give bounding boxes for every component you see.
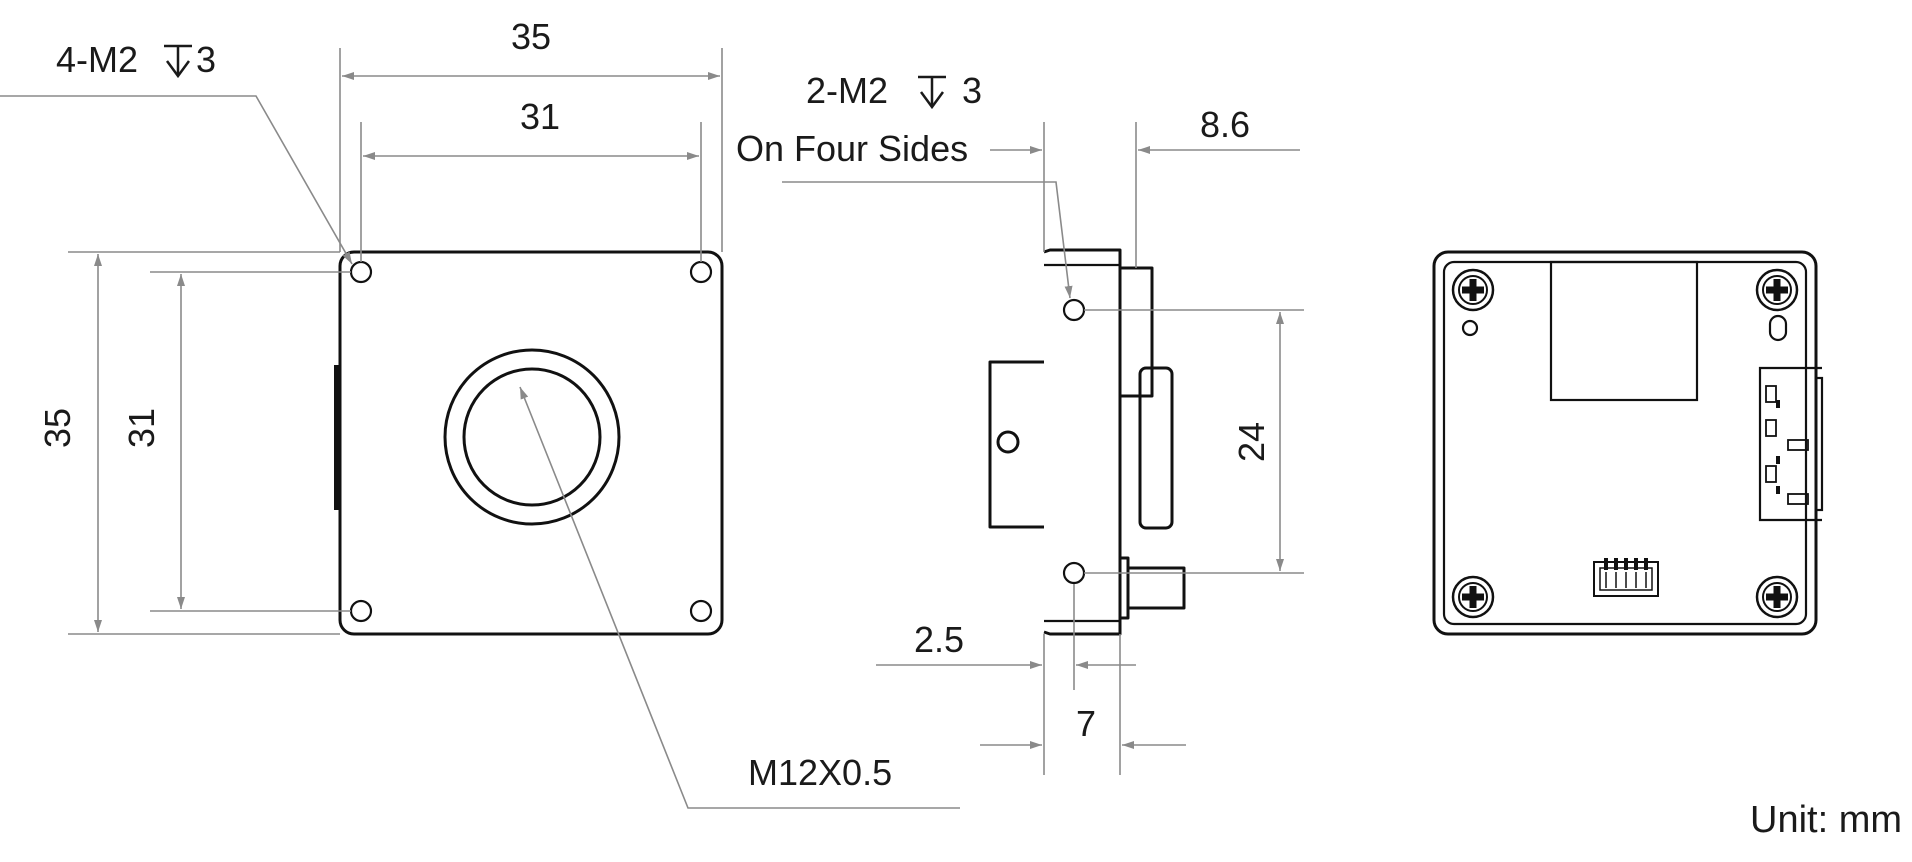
usb-port-icon <box>1758 366 1824 522</box>
side-main-body <box>1043 248 1122 636</box>
back-slot <box>1768 314 1788 342</box>
back-view <box>1432 250 1824 636</box>
side-hole-lower <box>1062 561 1086 585</box>
side-lens-mount <box>988 360 1044 529</box>
holes-note-side-prefix: 2-M2 <box>806 70 888 111</box>
holes-note-front-depth: 3 <box>196 39 216 80</box>
side-connector-upper <box>1118 266 1154 398</box>
leader-2m2 <box>782 181 1073 299</box>
depth-symbol-icon <box>164 44 192 79</box>
depth-symbol-icon <box>918 75 946 110</box>
mount-hole-top-right <box>689 260 713 284</box>
back-locator-hole <box>1461 319 1479 337</box>
leader-m12 <box>519 386 960 809</box>
dim-label-8-6: 8.6 <box>1200 104 1250 145</box>
screw-head-icon <box>1755 268 1799 312</box>
side-hole-upper <box>1062 298 1086 322</box>
screw-head-icon <box>1451 575 1495 619</box>
holes-note-front: 4-M2 3 <box>56 39 216 80</box>
lens-mount-inner-ring <box>462 367 602 507</box>
holes-note-side: 2-M2 3 On Four Sides <box>736 70 982 169</box>
back-body-outer <box>1432 250 1818 636</box>
dim-label-height-35: 35 <box>37 408 78 448</box>
holes-note-side-depth: 3 <box>962 70 982 111</box>
mount-hole-bottom-left <box>349 599 373 623</box>
front-view: 35 31 35 31 4-M2 3 M12X0.5 <box>0 16 960 809</box>
dim-label-height-31: 31 <box>121 408 162 448</box>
mount-hole-top-left <box>349 260 373 284</box>
screw-head-icon <box>1451 268 1495 312</box>
unit-label: Unit: mm <box>1750 799 1902 841</box>
dim-label-width-35: 35 <box>511 16 551 57</box>
holes-note-side-line2: On Four Sides <box>736 128 968 169</box>
mount-hole-bottom-right <box>689 599 713 623</box>
screw-head-icon <box>1755 575 1799 619</box>
thread-label: M12X0.5 <box>748 752 892 793</box>
dim-label-24: 24 <box>1231 422 1272 462</box>
lens-mount-outer-ring <box>443 348 621 526</box>
dim-label-2-5: 2.5 <box>914 619 964 660</box>
leader-4m2 <box>0 95 353 265</box>
side-connector-mid <box>1138 366 1174 530</box>
front-body-outline <box>338 250 724 636</box>
back-label-area <box>1549 260 1699 402</box>
dim-label-7: 7 <box>1076 703 1096 744</box>
side-view: 2-M2 3 On Four Sides 8.6 24 2.5 7 <box>736 70 1304 775</box>
side-port <box>1126 566 1186 610</box>
front-side-tab <box>334 365 340 510</box>
dim-label-width-31: 31 <box>520 96 560 137</box>
pin-header-icon <box>1593 558 1659 597</box>
side-lens-screw <box>996 430 1020 454</box>
holes-note-front-prefix: 4-M2 <box>56 39 138 80</box>
